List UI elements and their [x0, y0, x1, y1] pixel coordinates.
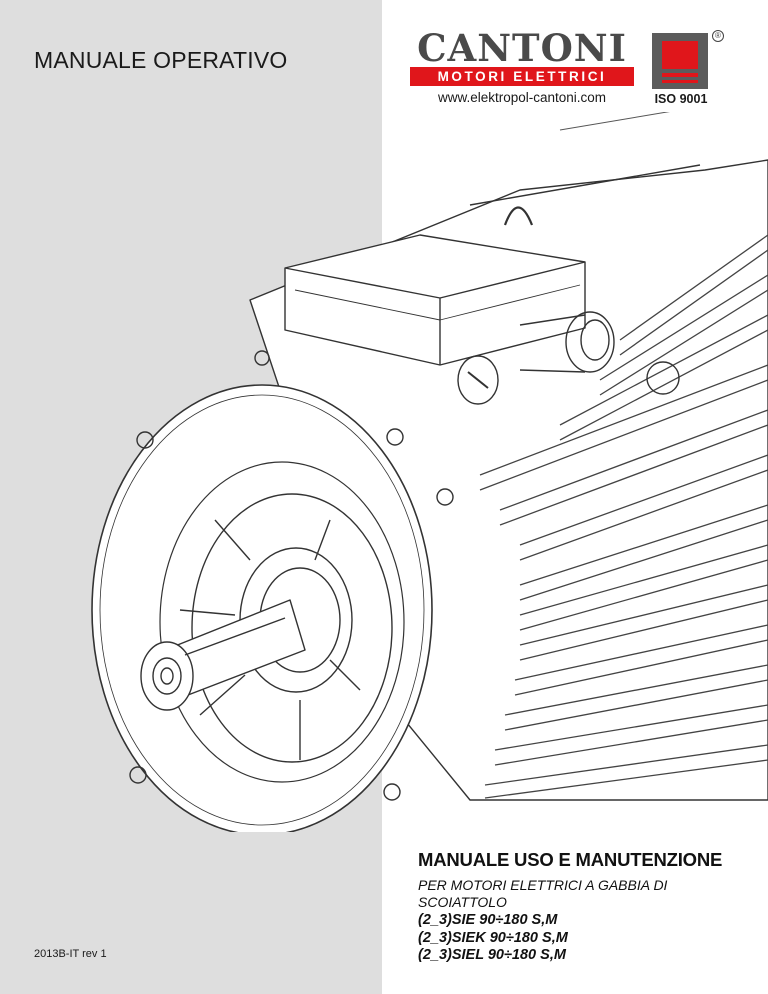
brand-wordmark: CANTONI: [417, 26, 627, 70]
iso-logo-icon: [652, 33, 708, 89]
registered-mark: ®: [712, 30, 724, 42]
manual-label: MANUALE OPERATIVO: [34, 47, 288, 73]
brand-tagline: MOTORI ELETTRICI: [410, 67, 634, 86]
document-subtitle: PER MOTORI ELETTRICI A GABBIA DI SCOIATT…: [418, 877, 668, 910]
model-list: (2_3)SIE 90÷180 S,M (2_3)SIEK 90÷180 S,M…: [418, 912, 568, 965]
electric-motor-illustration: [91, 112, 768, 832]
model-item: (2_3)SIEK 90÷180 S,M: [418, 929, 568, 946]
iso-label: ISO 9001: [654, 92, 708, 106]
model-item: (2_3)SIE 90÷180 S,M: [418, 912, 558, 928]
document-title: MANUALE USO E MANUTENZIONE: [418, 849, 723, 870]
website-link[interactable]: www.elektropol-cantoni.com: [437, 90, 607, 105]
model-item: (2_3)SIEL 90÷180 S,M: [418, 947, 566, 963]
revision-code: 2013B-IT rev 1: [34, 948, 107, 960]
